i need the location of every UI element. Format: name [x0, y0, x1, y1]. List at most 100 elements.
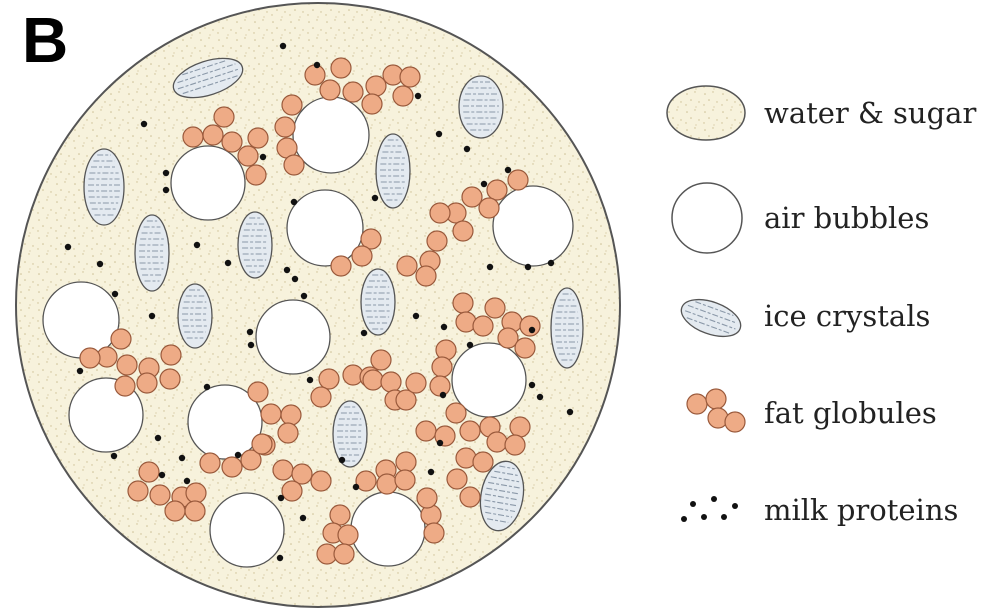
milk-protein	[732, 503, 738, 509]
fat-globule	[305, 65, 325, 85]
fat-globule	[214, 107, 234, 127]
fat-globule	[284, 155, 304, 175]
milk-protein	[505, 167, 511, 173]
fat-globule	[487, 432, 507, 452]
milk-protein	[701, 514, 707, 520]
fat-globule	[430, 203, 450, 223]
milk-protein	[464, 146, 470, 152]
fat-globule	[424, 523, 444, 543]
fat-globule	[319, 369, 339, 389]
fat-globule	[248, 128, 268, 148]
fat-globule	[377, 474, 397, 494]
fat-globule	[473, 316, 493, 336]
air-bubble-icon	[672, 183, 742, 253]
fat-globule	[397, 256, 417, 276]
fat-globule	[447, 469, 467, 489]
fat-globule	[416, 421, 436, 441]
milk-protein	[65, 244, 71, 250]
ice-crystal	[135, 215, 169, 291]
fat-globule	[430, 376, 450, 396]
milk-protein	[413, 313, 419, 319]
milk-protein	[300, 515, 306, 521]
fat-globule	[432, 357, 452, 377]
milk-protein	[111, 453, 117, 459]
fat-globule	[352, 246, 372, 266]
fat-globule	[479, 198, 499, 218]
fat-globule	[282, 95, 302, 115]
milk-protein	[361, 330, 367, 336]
milk-protein	[428, 469, 434, 475]
fat-globule	[393, 86, 413, 106]
fat-globule	[510, 417, 530, 437]
milk-protein	[163, 187, 169, 193]
milk-protein	[537, 394, 543, 400]
milk-protein	[149, 313, 155, 319]
fat-globule	[460, 421, 480, 441]
milk-protein	[437, 440, 443, 446]
fat-globule	[183, 127, 203, 147]
fat-globule	[238, 146, 258, 166]
ice-crystal	[676, 292, 745, 343]
milk-protein	[278, 495, 284, 501]
milk-protein	[711, 496, 717, 502]
fat-globule	[363, 370, 383, 390]
legend-label: air bubbles	[764, 201, 929, 235]
fat-globule	[505, 435, 525, 455]
milk-protein	[163, 170, 169, 176]
fat-globule	[330, 505, 350, 525]
fat-globule	[687, 394, 707, 414]
milk-protein	[467, 342, 473, 348]
fat-globule	[331, 256, 351, 276]
milk-protein	[681, 516, 687, 522]
fat-globule	[222, 457, 242, 477]
ice-crystal	[376, 134, 410, 208]
fat-globule	[406, 373, 426, 393]
air-bubble	[293, 97, 369, 173]
milk-protein	[481, 181, 487, 187]
milk-protein	[291, 199, 297, 205]
air-bubble	[210, 493, 284, 567]
legend-label: water & sugar	[764, 96, 976, 130]
milk-protein	[194, 242, 200, 248]
water-sugar-icon	[667, 86, 745, 140]
fat-globule	[273, 460, 293, 480]
fat-globule	[343, 82, 363, 102]
ice-crystal	[459, 76, 503, 138]
milk-protein	[225, 260, 231, 266]
legend-item-fat-globules: fat globules	[687, 389, 937, 432]
fat-globule	[396, 452, 416, 472]
fat-globule	[427, 231, 447, 251]
milk-protein	[260, 154, 266, 160]
fat-globule	[161, 345, 181, 365]
fat-globule	[453, 293, 473, 313]
fat-globule	[282, 481, 302, 501]
fat-globule	[115, 376, 135, 396]
air-bubble	[493, 186, 573, 266]
milk-protein	[487, 264, 493, 270]
fat-globule	[248, 382, 268, 402]
milk-protein	[280, 43, 286, 49]
fat-globule	[150, 485, 170, 505]
ice-crystal	[551, 288, 583, 368]
fat-globule	[252, 434, 272, 454]
milk-protein	[529, 327, 535, 333]
milk-protein	[112, 291, 118, 297]
fat-globule	[311, 471, 331, 491]
milk-protein-icon	[681, 496, 738, 522]
ice-crystal	[84, 149, 124, 225]
milk-protein	[415, 93, 421, 99]
ice-crystal	[333, 401, 367, 467]
fat-globule	[515, 338, 535, 358]
fat-globule	[111, 329, 131, 349]
milk-protein	[248, 342, 254, 348]
fat-globule	[139, 462, 159, 482]
milk-protein	[301, 293, 307, 299]
milk-protein	[307, 377, 313, 383]
milk-protein	[204, 384, 210, 390]
milk-protein	[441, 324, 447, 330]
fat-globule	[200, 453, 220, 473]
ice-crystal	[238, 212, 272, 278]
fat-globule	[281, 405, 301, 425]
milk-protein	[284, 267, 290, 273]
milk-protein	[235, 452, 241, 458]
